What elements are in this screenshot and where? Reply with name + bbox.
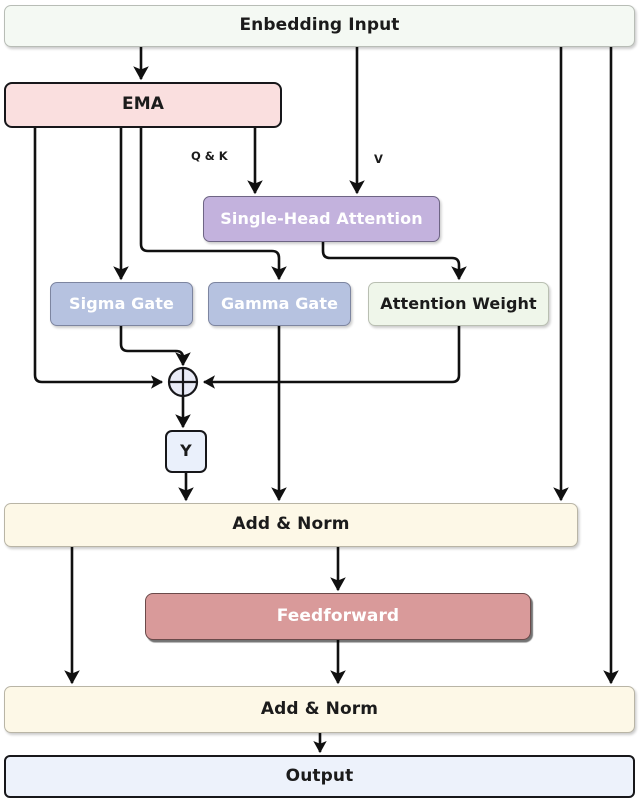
- node-label-feedforward: Feedforward: [276, 605, 400, 626]
- node-label-add-norm-1: Add & Norm: [232, 514, 350, 535]
- node-sigma-gate: Sigma Gate: [50, 282, 193, 326]
- node-gamma-gate: Gamma Gate: [208, 282, 351, 326]
- node-output: Output: [4, 755, 635, 798]
- edge-attention-to-attention-weight: [321, 242, 467, 281]
- node-label-attention-weight: Attention Weight: [380, 293, 537, 313]
- edge-sigma-to-sum: [119, 326, 191, 367]
- edge-attention-weight-to-sum: [202, 326, 461, 389]
- node-label-ema: EMA: [122, 94, 164, 115]
- node-label-embedding-input: Enbedding Input: [239, 15, 400, 36]
- node-y-node: Y: [165, 430, 207, 473]
- node-attention-weight: Attention Weight: [368, 282, 549, 326]
- edge-label-qk-label: Q & K: [191, 149, 228, 163]
- node-single-head-attention: Single-Head Attention: [203, 196, 440, 242]
- node-embedding-input: Enbedding Input: [4, 5, 635, 47]
- node-label-single-head-attention: Single-Head Attention: [220, 208, 423, 228]
- node-label-y-node: Y: [180, 441, 192, 461]
- node-label-add-norm-2: Add & Norm: [260, 698, 379, 719]
- edge-ema-to-gamma-gate: [139, 128, 287, 281]
- edge-label-v-label: V: [374, 152, 383, 166]
- node-label-gamma-gate: Gamma Gate: [220, 293, 339, 313]
- node-ema: EMA: [4, 82, 282, 128]
- node-label-sigma-gate: Sigma Gate: [69, 293, 174, 313]
- node-add-norm-2: Add & Norm: [4, 686, 635, 733]
- plus-circle-icon: [167, 366, 199, 398]
- edge-ema-to-sum: [33, 128, 164, 389]
- node-add-norm-1: Add & Norm: [4, 503, 578, 547]
- node-label-output: Output: [285, 765, 354, 786]
- node-feedforward: Feedforward: [145, 593, 531, 640]
